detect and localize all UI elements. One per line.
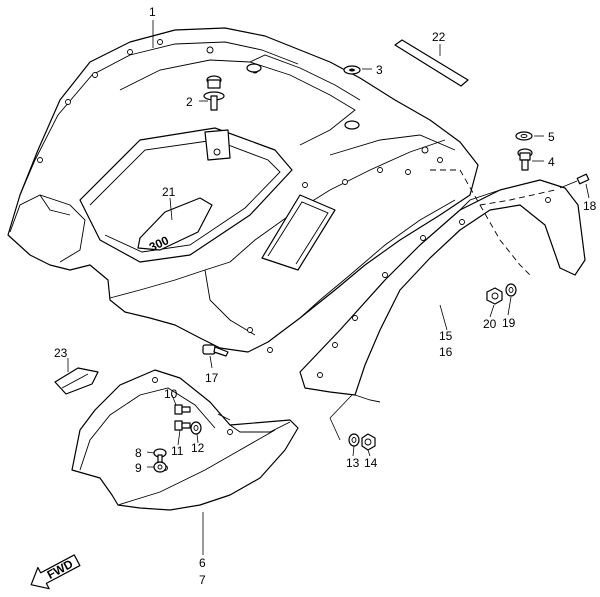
- callout-5: 5: [548, 130, 555, 144]
- rear-fender-main: [7, 27, 479, 373]
- part-2-bolt: [203, 75, 225, 111]
- callout-21: 21: [162, 185, 176, 199]
- callout-12: 12: [191, 441, 205, 455]
- part-23-decal: [54, 367, 99, 395]
- part-19-washer: [505, 283, 517, 297]
- callout-9: 9: [135, 461, 142, 475]
- callout-16: 16: [439, 345, 453, 359]
- grommet-on-fender-2: [246, 63, 262, 73]
- part-14-nut: [361, 433, 376, 451]
- part-22-bar: [394, 39, 469, 87]
- part-3-grommet: [343, 65, 361, 75]
- callout-7: 7: [199, 573, 206, 587]
- part-9-washer: [153, 461, 167, 473]
- mud-flap-15-16: [299, 169, 586, 403]
- fwd-arrow-icon: FWD: [30, 554, 81, 590]
- callout-13: 13: [346, 456, 360, 470]
- callout-labels: 1 2 3 4 5 6 7 8 9 10 11 12 13 14 15 16 1…: [54, 5, 597, 587]
- callout-14: 14: [364, 456, 378, 470]
- callout-22: 22: [432, 30, 446, 44]
- callout-4: 4: [548, 155, 555, 169]
- callout-17: 17: [205, 371, 219, 385]
- leader-lines: [67, 20, 590, 555]
- part-10-screw: [174, 404, 191, 415]
- splash-guard-6-7: [71, 369, 299, 511]
- part-4-bolt: [517, 148, 533, 171]
- part-13-washer: [348, 433, 360, 447]
- callout-20: 20: [483, 317, 497, 331]
- callout-6: 6: [199, 556, 206, 570]
- callout-1: 1: [149, 5, 156, 19]
- callout-23: 23: [54, 346, 68, 360]
- callout-2: 2: [186, 95, 193, 109]
- callout-11: 11: [171, 444, 184, 458]
- part-20-nut: [486, 287, 503, 305]
- callout-10: 10: [164, 387, 178, 401]
- grommet-on-fender: [344, 120, 360, 130]
- callout-19: 19: [502, 316, 516, 330]
- callout-3: 3: [376, 63, 383, 77]
- callout-8: 8: [135, 446, 142, 460]
- part-5-washer: [515, 131, 533, 141]
- part-18-bolt: [559, 173, 590, 189]
- part-11-screw: [174, 420, 191, 431]
- callout-15: 15: [439, 329, 453, 343]
- part-17-bolt: [202, 344, 229, 357]
- callout-18: 18: [583, 199, 597, 213]
- part-12-washer: [190, 421, 202, 435]
